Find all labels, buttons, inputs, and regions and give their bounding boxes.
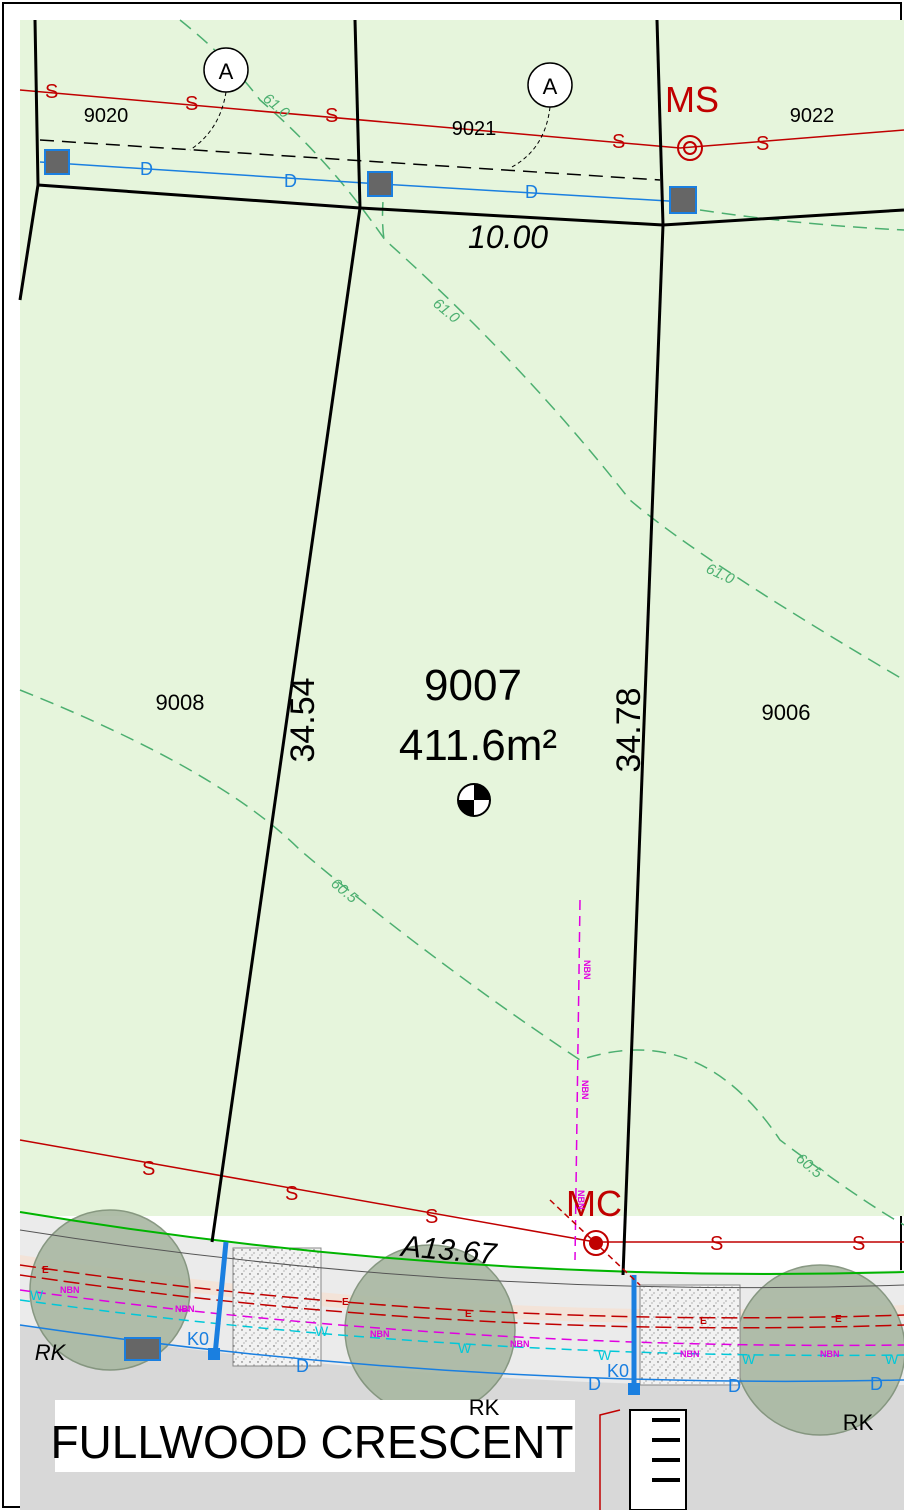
nbn-line-code: NBN xyxy=(582,960,592,980)
main-lot-area: 411.6m² xyxy=(399,721,557,770)
main-lot-number: 9007 xyxy=(424,661,522,710)
nbn-line-code: NBN xyxy=(576,1190,586,1210)
road-name: FULLWOOD CRESCENT xyxy=(50,1416,573,1468)
kerb-outlet-label: K0 xyxy=(607,1361,629,1381)
kerb-outlet-label: K0 xyxy=(187,1329,209,1349)
water-line-code: W xyxy=(598,1347,612,1363)
sewer-line-code: S xyxy=(612,131,625,153)
pit-icon xyxy=(44,149,70,175)
sewer-line-code: S xyxy=(285,1183,298,1205)
nbn-line-code: NBN xyxy=(510,1339,530,1349)
sewer-line-code: S xyxy=(710,1233,723,1255)
kerb-outlet-marker xyxy=(208,1348,220,1360)
electric-line-code: E xyxy=(342,1297,349,1308)
manhole-connection-label: MC xyxy=(566,1183,622,1224)
lot-number-right: 9006 xyxy=(762,700,811,725)
driveway-crossover-left xyxy=(232,1247,322,1367)
kerb-line xyxy=(19,1211,904,1275)
manhole-sewer-icon xyxy=(677,135,703,161)
right-boundary-dimension: 34.78 xyxy=(610,687,648,772)
electric-line-code: E xyxy=(42,1265,49,1276)
nbn-line-code: NBN xyxy=(820,1349,840,1359)
drainage-line-code: D xyxy=(525,182,538,202)
stair-treads xyxy=(652,1418,680,1482)
nbn-line-code: NBN xyxy=(60,1285,80,1295)
road-name-background xyxy=(55,1400,575,1472)
drainage-line-code: D xyxy=(588,1374,601,1394)
section-marker-label: A xyxy=(543,74,558,99)
section-marker-icon xyxy=(509,62,573,169)
lots-area xyxy=(20,20,904,1216)
electric-line-code: E xyxy=(465,1309,472,1320)
water-line-code: W xyxy=(885,1351,899,1367)
rear-boundary-dimension: 10.00 xyxy=(468,219,548,255)
drainage-line-code: D xyxy=(284,171,297,191)
drainage-pits xyxy=(44,149,697,1361)
lot-boundaries xyxy=(18,19,904,1276)
electric-line-code: E xyxy=(700,1316,707,1327)
connection-line xyxy=(599,1409,621,1510)
pit-icon xyxy=(367,171,393,197)
section-marker-icon xyxy=(189,47,249,151)
driveway-crossover-right xyxy=(639,1284,741,1386)
drainage-line-code: D xyxy=(728,1376,741,1396)
water-line-code: W xyxy=(742,1351,756,1367)
sewer-line-code: S xyxy=(852,1233,865,1255)
rock-label: RK xyxy=(843,1410,874,1435)
sewer-line-code: S xyxy=(185,93,198,115)
rock-label: RK xyxy=(35,1340,67,1365)
drainage-line-code: D xyxy=(140,159,153,179)
sewer-line-code: S xyxy=(325,105,338,127)
lot-number-top-left: 9020 xyxy=(84,105,129,127)
pit-icon xyxy=(669,186,697,214)
tree-icon xyxy=(29,1209,191,1371)
sewer-line-code: S xyxy=(45,81,58,103)
rock-label: RK xyxy=(469,1395,500,1420)
kerb-outlets xyxy=(212,1241,637,1390)
nbn-line-code: NBN xyxy=(175,1304,195,1314)
survey-mark-icon xyxy=(457,783,491,817)
lot-number-top-middle: 9021 xyxy=(452,118,497,140)
water-line-code: W xyxy=(315,1323,329,1339)
easement-dashed-line xyxy=(39,139,661,181)
drainage-line-code: D xyxy=(870,1374,883,1394)
left-boundary-dimension: 34.54 xyxy=(284,677,322,762)
water-line-code: W xyxy=(458,1340,472,1356)
manhole-connection-icon xyxy=(549,1199,641,1286)
sewer-line-code: S xyxy=(142,1158,155,1180)
water-line-code: W xyxy=(30,1287,44,1303)
lot-number-top-right: 9022 xyxy=(790,105,835,127)
sewer-line-code: S xyxy=(425,1206,438,1228)
nbn-line-code: NBN xyxy=(370,1329,390,1339)
nbn-line-code: NBN xyxy=(680,1349,700,1359)
pit-icon xyxy=(124,1337,161,1361)
manhole-sewer-label: MS xyxy=(665,79,719,120)
nbn-line-code: NBN xyxy=(580,1080,590,1100)
electric-line-code: E xyxy=(835,1314,842,1325)
section-marker-label: A xyxy=(219,59,234,84)
drainage-line-code: D xyxy=(296,1356,309,1376)
sewer-line-code: S xyxy=(756,133,769,155)
lot-number-left: 9008 xyxy=(156,690,205,715)
road-edge-line xyxy=(19,1229,904,1289)
kerb-outlet-marker xyxy=(628,1383,640,1395)
